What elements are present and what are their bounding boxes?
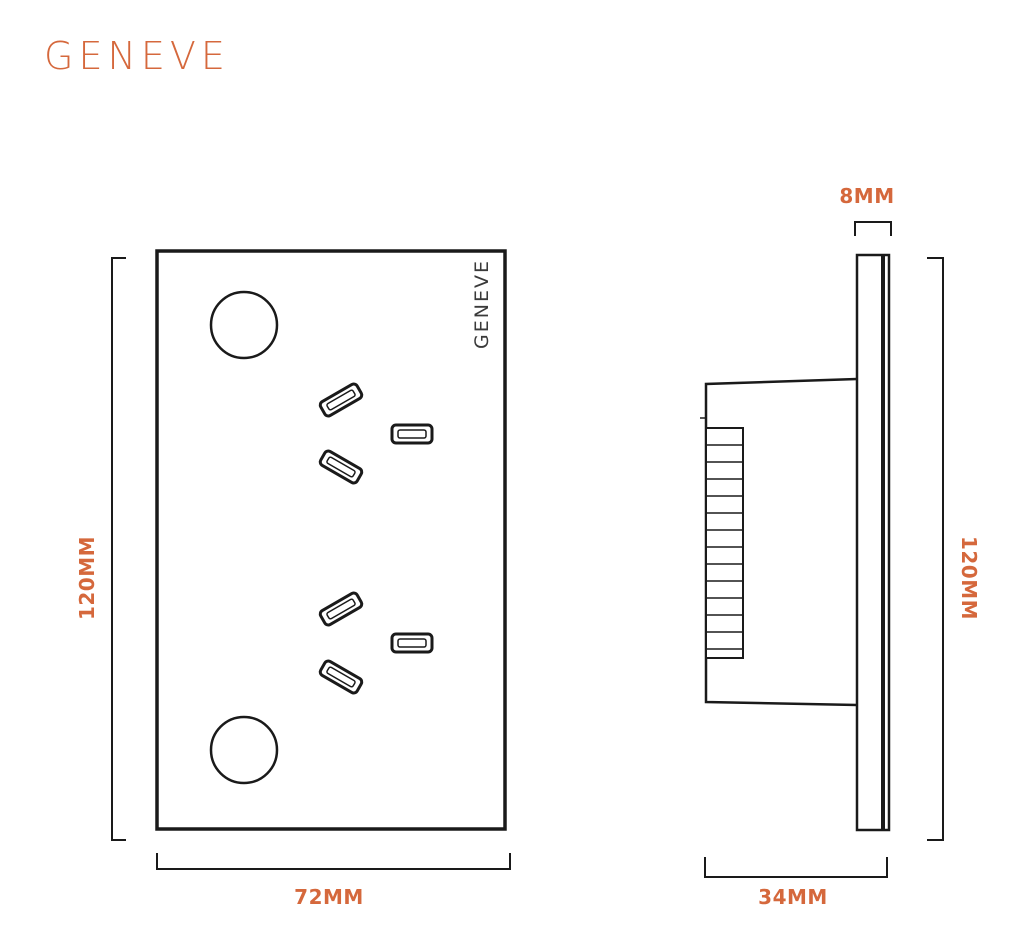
front-height-label: 120MM (75, 536, 99, 620)
earth-pin-slot (390, 632, 434, 654)
side-view: 8MM 34MM 120MM (700, 184, 981, 909)
front-width-bracket (156, 853, 511, 870)
front-width-label: 72MM (294, 885, 364, 909)
pin-slot (318, 659, 364, 695)
earth-pin-slot (390, 423, 434, 445)
pin-slot (318, 591, 364, 627)
side-terminal-block (705, 427, 744, 659)
side-height-bracket (927, 257, 944, 841)
plate-brand-text: GENEVE (471, 259, 493, 349)
front-view: GENEVE (75, 249, 511, 909)
pin-slot (318, 449, 364, 485)
outlet-lower (318, 591, 434, 695)
brand-logo: GENEVE (44, 34, 230, 78)
screw-hole-bottom (209, 715, 279, 785)
front-height-bracket (111, 257, 126, 841)
side-height-label: 120MM (957, 536, 981, 620)
pin-slot (318, 382, 364, 418)
side-thickness-bracket (854, 221, 892, 236)
front-plate (155, 249, 507, 831)
outlet-upper (318, 382, 434, 485)
side-depth-bracket (704, 857, 888, 878)
side-depth-label: 34MM (758, 885, 828, 909)
side-thickness-label: 8MM (839, 184, 894, 208)
screw-hole-top (209, 290, 279, 360)
